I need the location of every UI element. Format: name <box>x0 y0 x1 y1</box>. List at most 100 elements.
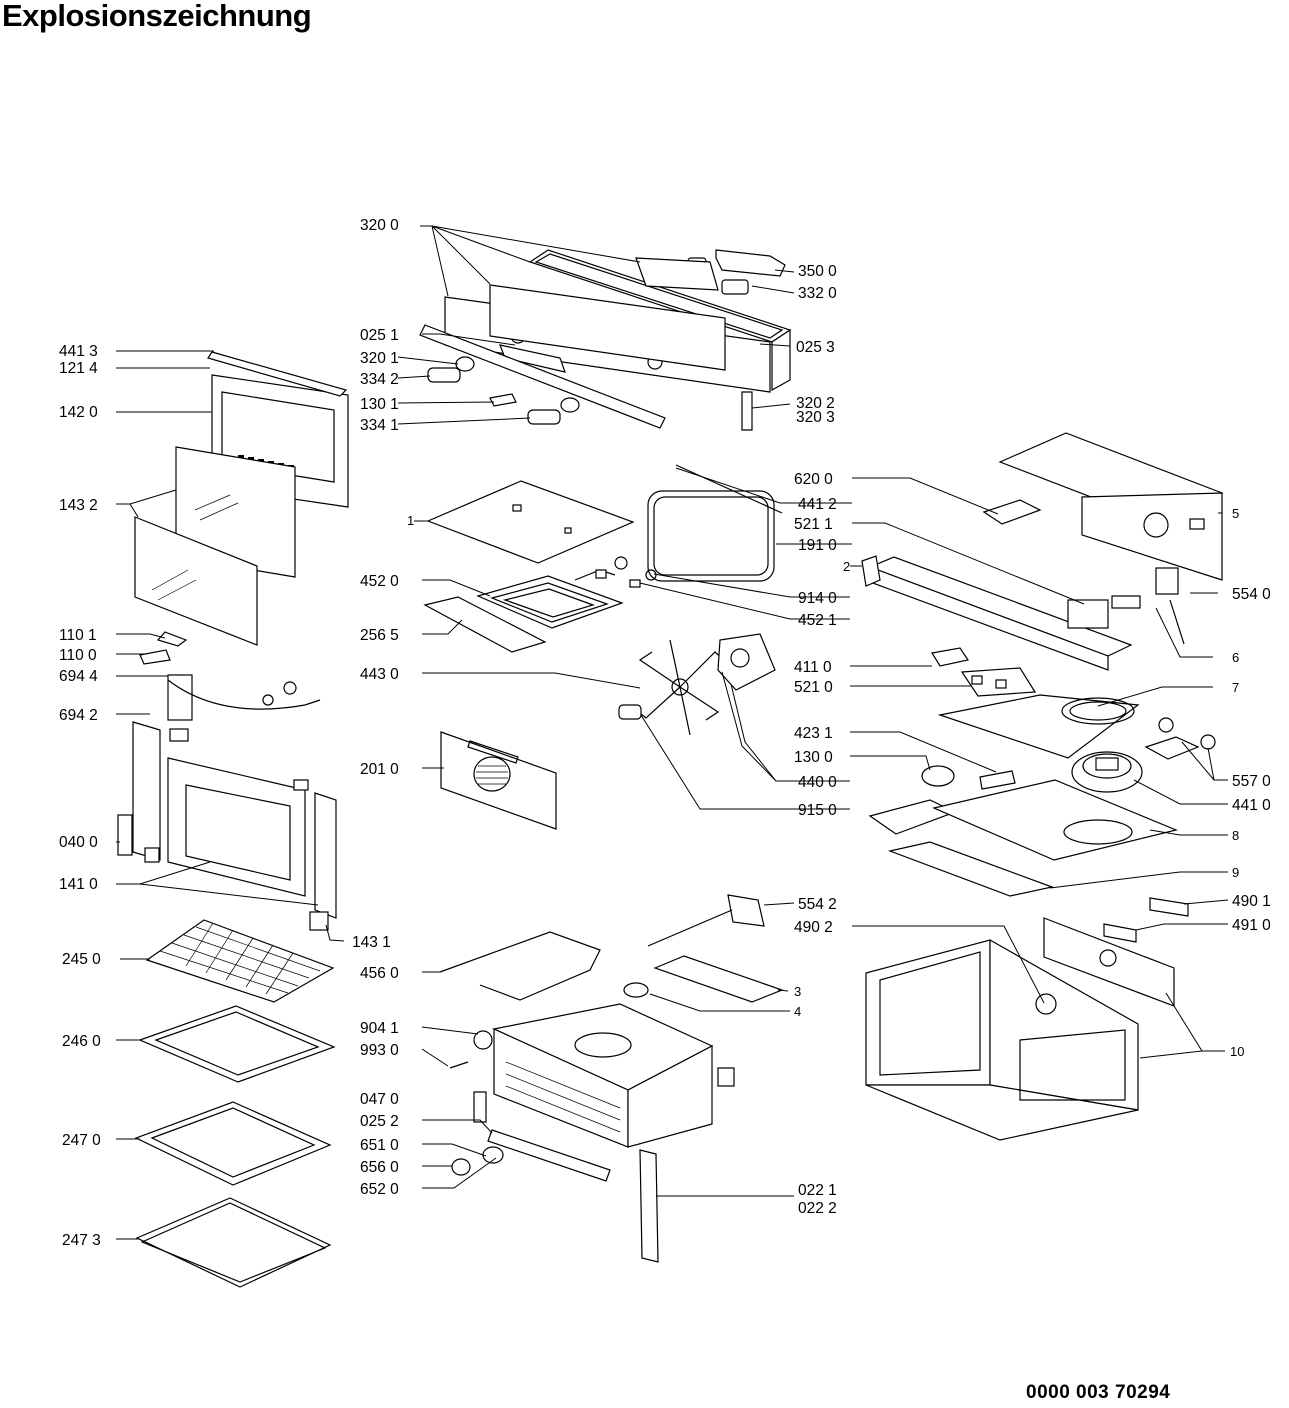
callout-label: 993 0 <box>360 1042 399 1059</box>
callout-label: 191 0 <box>798 537 837 554</box>
callout-labels: 320 0 350 0 332 0 025 1 320 1 334 2 130 … <box>59 217 1271 1249</box>
callout-label: 320 0 <box>360 217 399 234</box>
relay-boards <box>931 647 1037 697</box>
display-module <box>635 249 786 295</box>
top-cover-plate <box>982 432 1224 581</box>
callout-label: 2 <box>843 559 850 574</box>
callout-label: 9 <box>1232 865 1239 880</box>
shelf-runner <box>135 1197 332 1288</box>
cooling-fan <box>1071 751 1143 793</box>
deep-tray <box>134 1101 332 1186</box>
callout-label: 656 0 <box>360 1159 399 1176</box>
callout-label: 456 0 <box>360 965 399 982</box>
callout-label: 554 2 <box>798 896 837 913</box>
callout-label: 915 0 <box>798 802 837 819</box>
control-knobs <box>427 344 580 425</box>
enamel-tray <box>138 1005 336 1083</box>
callout-label: 557 0 <box>1232 773 1271 790</box>
page-title: Explosionszeichnung <box>2 0 312 33</box>
callout-label: 490 2 <box>794 919 833 936</box>
top-heater-cover <box>426 480 635 564</box>
callout-label: 245 0 <box>62 951 101 968</box>
callout-label: 441 3 <box>59 343 98 360</box>
callout-label: 350 0 <box>798 263 837 280</box>
callout-label: 490 1 <box>1232 893 1271 910</box>
callout-label: 320 1 <box>360 350 399 367</box>
callout-label: 141 0 <box>59 876 98 893</box>
rear-panel-frame <box>865 938 1139 1141</box>
callout-label: 651 0 <box>360 1137 399 1154</box>
callout-label: 022 1 <box>798 1182 837 1199</box>
door-hinges-and-seals <box>139 631 321 742</box>
callout-label: 121 4 <box>59 360 98 377</box>
callout-label: 334 2 <box>360 371 399 388</box>
control-housing-rail <box>861 555 1185 671</box>
callout-label: 452 0 <box>360 573 399 590</box>
callout-label: 022 2 <box>798 1200 837 1217</box>
callout-label: 4 <box>794 1004 801 1019</box>
callout-label: 320 3 <box>796 409 835 426</box>
callout-label: 025 3 <box>796 339 835 356</box>
callout-label: 047 0 <box>360 1091 399 1108</box>
heater-seal <box>595 464 783 588</box>
callout-label: 521 0 <box>794 679 833 696</box>
callout-label: 423 1 <box>794 725 833 742</box>
callout-label: 256 5 <box>360 627 399 644</box>
callout-label: 201 0 <box>360 761 399 778</box>
callout-label: 491 0 <box>1232 917 1271 934</box>
callout-label: 110 1 <box>59 627 97 644</box>
callout-label: 334 1 <box>360 417 399 434</box>
rear-fan-cover <box>440 731 557 830</box>
callout-label: 652 0 <box>360 1181 399 1198</box>
document-number: 0000 003 70294 <box>1026 1382 1171 1403</box>
callout-label: 332 0 <box>798 285 837 302</box>
callout-label: 521 1 <box>794 516 833 533</box>
control-panel-fascia <box>444 284 771 393</box>
side-trim <box>419 324 753 431</box>
callout-label: 1 <box>407 513 414 528</box>
callout-label: 7 <box>1232 680 1239 695</box>
callout-label: 246 0 <box>62 1033 101 1050</box>
wire-shelf <box>145 919 335 1003</box>
callout-label: 143 1 <box>352 934 391 951</box>
callout-label: 914 0 <box>798 590 837 607</box>
callout-label: 411 0 <box>794 659 832 676</box>
fan-housing-plate <box>937 694 1140 759</box>
callout-label: 130 0 <box>794 749 833 766</box>
lower-trim-parts <box>449 1030 659 1263</box>
thermostat-probe <box>439 894 784 1003</box>
inner-door-frame <box>117 721 337 931</box>
callout-label: 3 <box>794 984 801 999</box>
oven-cavity <box>492 982 735 1148</box>
callout-label: 025 1 <box>360 327 399 344</box>
callout-label: 130 1 <box>360 396 399 413</box>
door-glass-panes <box>134 446 296 646</box>
callout-label: 320 2 <box>796 395 835 412</box>
callout-label: 6 <box>1232 650 1239 665</box>
callout-label: 247 0 <box>62 1132 101 1149</box>
callout-label: 142 0 <box>59 404 98 421</box>
callout-label: 5 <box>1232 506 1239 521</box>
callout-label: 441 2 <box>798 496 837 513</box>
callout-label: 694 4 <box>59 668 98 685</box>
callout-label: 441 0 <box>1232 797 1271 814</box>
convection-fan <box>618 633 776 736</box>
callout-label: 247 3 <box>62 1232 101 1249</box>
callout-label: 440 0 <box>798 774 837 791</box>
callout-label: 10 <box>1230 1044 1244 1059</box>
callout-label: 904 1 <box>360 1020 399 1037</box>
callout-label: 040 0 <box>59 834 98 851</box>
oven-light-timer <box>868 717 1216 835</box>
base-plate <box>887 779 1178 897</box>
callout-label: 443 0 <box>360 666 399 683</box>
callout-label: 554 0 <box>1232 586 1271 603</box>
callout-label: 8 <box>1232 828 1239 843</box>
callout-label: 025 2 <box>360 1113 399 1130</box>
callout-label: 452 1 <box>798 612 837 629</box>
callout-label: 143 2 <box>59 497 98 514</box>
leader-lines <box>116 225 1229 1240</box>
callout-label: 694 2 <box>59 707 98 724</box>
callout-label: 620 0 <box>794 471 833 488</box>
terminal-block <box>1043 897 1189 1007</box>
